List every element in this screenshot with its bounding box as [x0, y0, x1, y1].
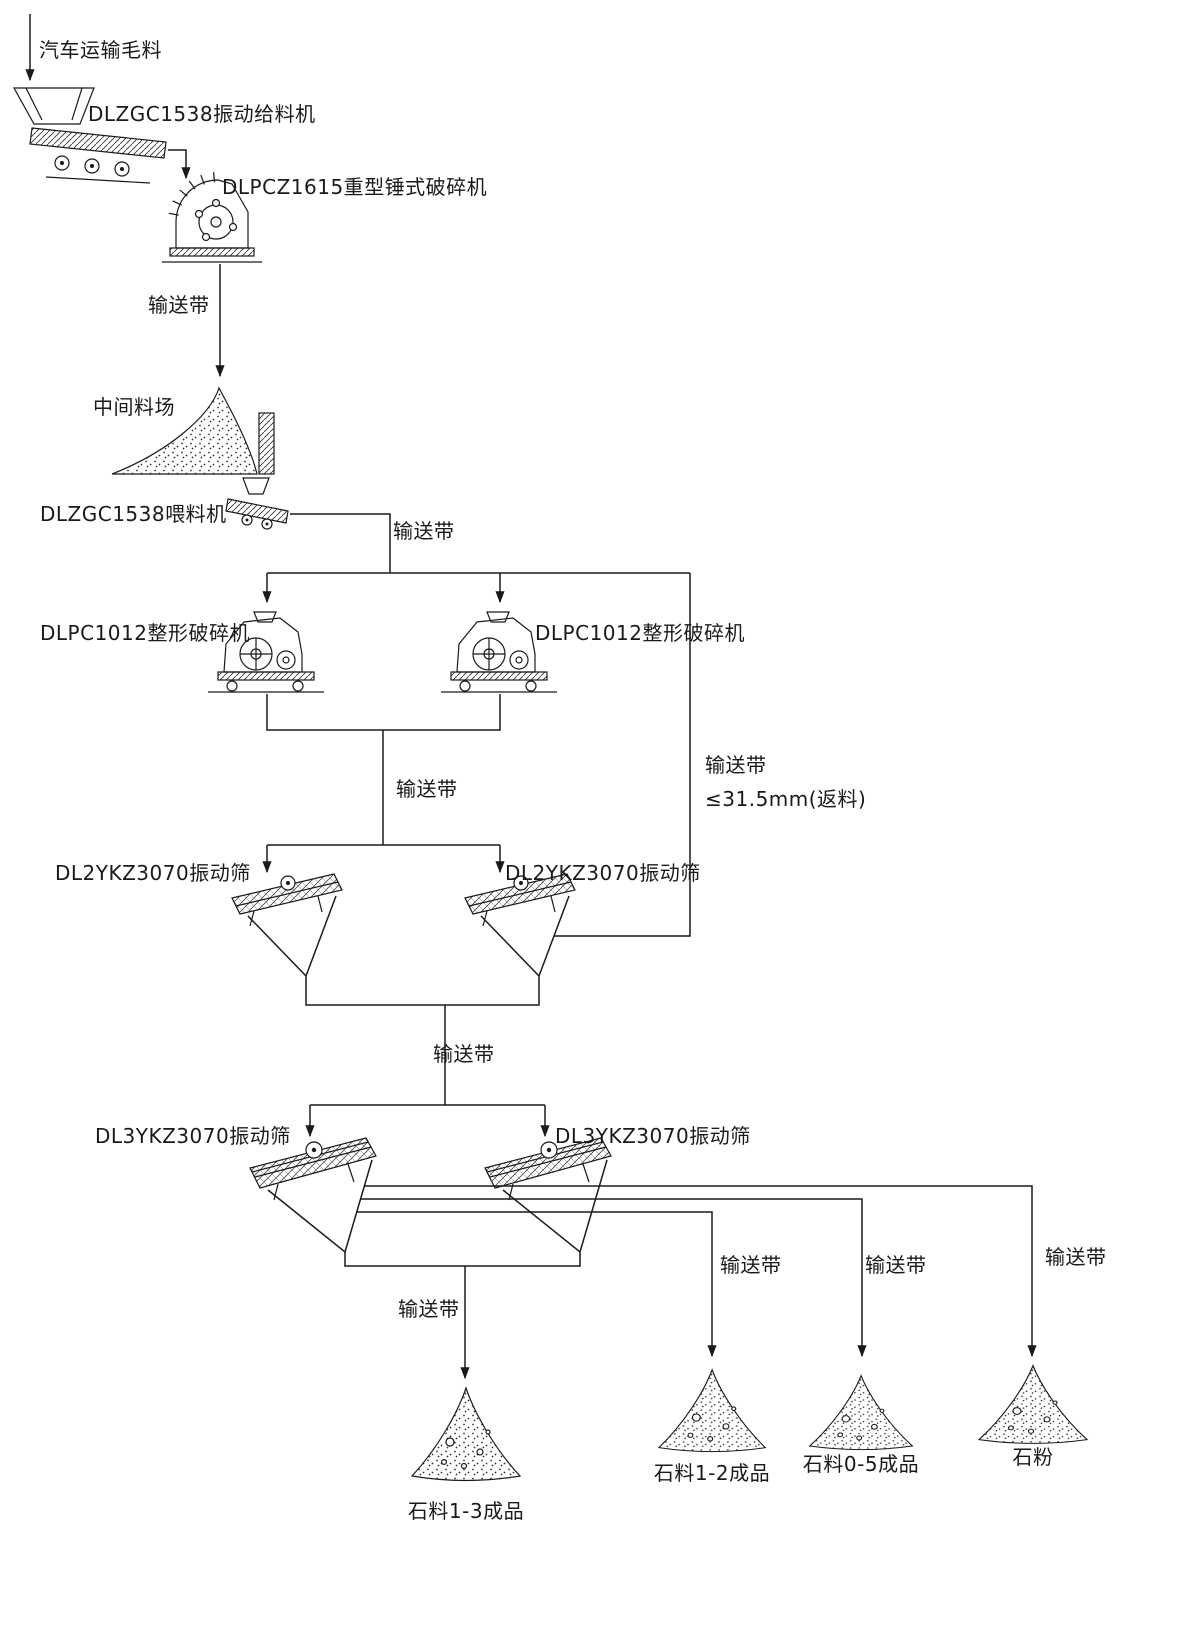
- label-hammer-crusher: DLPCZ1615重型锤式破碎机: [222, 175, 487, 199]
- label-product-1-3: 石料1-3成品: [408, 1499, 524, 1523]
- stockpile-product-1-3-drawing: [411, 1387, 521, 1482]
- hammer-crusher-drawing: [162, 172, 262, 263]
- label-crusher-right: DLPC1012整形破碎机: [535, 621, 745, 645]
- labels: 汽车运输毛料 DLZGC1538振动给料机 DLPCZ1615重型锤式破碎机 输…: [39, 38, 1107, 1523]
- label-conveyor-8: 输送带: [1045, 1245, 1107, 1269]
- label-mid-stockpile: 中间料场: [93, 395, 175, 419]
- vibrating-feeder-drawing: [12, 87, 167, 184]
- label-crusher-left: DLPC1012整形破碎机: [40, 621, 250, 645]
- flow-feeder2-to-split: [290, 513, 391, 573]
- label-feeder1: DLZGC1538振动给料机: [88, 102, 316, 126]
- label-conveyor-6: 输送带: [720, 1253, 782, 1277]
- stockpile-product-0-5-drawing: [809, 1375, 913, 1451]
- feeder2-drawing: [225, 477, 289, 530]
- label-screen1-right: DL2YKZ3070振动筛: [505, 861, 701, 885]
- label-stone-powder: 石粉: [1013, 1445, 1054, 1469]
- label-product-0-5: 石料0-5成品: [803, 1452, 919, 1476]
- line-to-product05: [361, 1198, 867, 1358]
- stockpile-product-1-2-drawing: [658, 1369, 766, 1453]
- label-raw-input: 汽车运输毛料: [39, 38, 162, 62]
- machine-drawings: [12, 87, 1088, 1482]
- label-conveyor-3: 输送带: [396, 777, 458, 801]
- label-conveyor-2: 输送带: [393, 519, 455, 543]
- label-return-conveyor: 输送带: [705, 753, 767, 777]
- label-conveyor-1: 输送带: [148, 293, 210, 317]
- flow-feeder1-to-crusher1: [168, 149, 191, 180]
- screens2-merge: [344, 1252, 581, 1267]
- label-conveyor-5: 输送带: [398, 1297, 460, 1321]
- line-to-powder: [365, 1185, 1037, 1358]
- label-return-spec: ≤31.5mm(返料): [705, 787, 866, 811]
- label-product-1-2: 石料1-2成品: [654, 1461, 770, 1485]
- stockpile-powder-drawing: [978, 1365, 1088, 1444]
- line-to-product12: [357, 1211, 717, 1358]
- label-screen2-right: DL3YKZ3070振动筛: [555, 1124, 751, 1148]
- return-line: [554, 573, 691, 937]
- label-screen1-left: DL2YKZ3070振动筛: [55, 861, 251, 885]
- label-conveyor-4: 输送带: [433, 1042, 495, 1066]
- label-screen2-left: DL3YKZ3070振动筛: [95, 1124, 291, 1148]
- label-feeder2: DLZGC1538喂料机: [40, 502, 227, 526]
- crushers-merge: [266, 694, 501, 731]
- label-conveyor-7: 输送带: [865, 1253, 927, 1277]
- mid-stockpile-drawing: [111, 386, 275, 475]
- screens1-merge: [305, 976, 540, 1006]
- flow-lines: [25, 14, 1037, 1380]
